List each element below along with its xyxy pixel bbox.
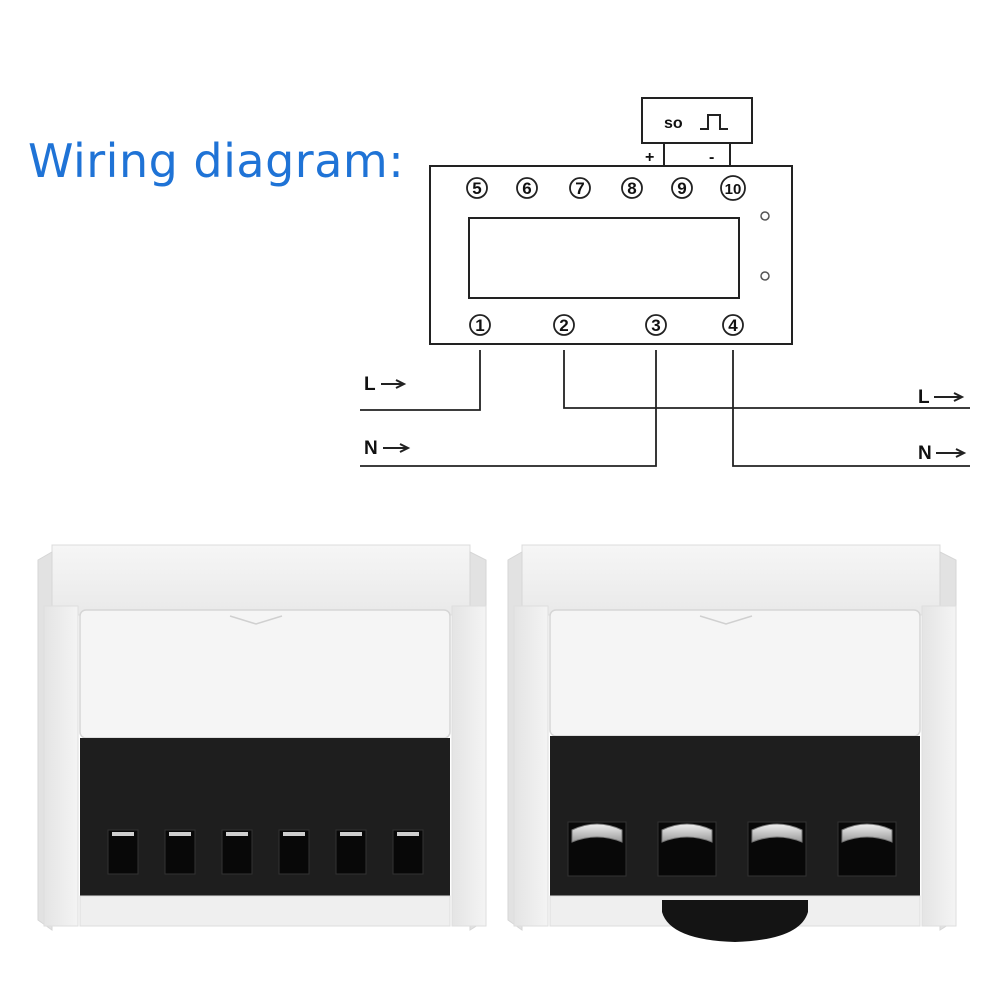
line-label-l-out: L (918, 387, 965, 408)
terminal-number: 7 (575, 179, 584, 198)
terminals-top: 5 6 7 8 9 10 (466, 175, 746, 201)
terminal-2: 2 (553, 314, 575, 336)
arrow-right-icon (936, 448, 967, 458)
terminal-9: 9 (671, 177, 693, 199)
arrow-right-icon (934, 392, 965, 402)
device-top-view (37, 544, 487, 931)
indicator-led (760, 271, 770, 281)
terminal-6: 6 (516, 177, 538, 199)
meter-display (468, 217, 740, 299)
wire-n-out (732, 350, 970, 467)
terminal-number: 3 (651, 316, 660, 335)
pulse-output-box: so + - (641, 97, 753, 166)
terminal-number: 2 (559, 316, 568, 335)
terminal-10: 10 (720, 175, 746, 201)
terminal-number: 10 (725, 181, 742, 198)
wiring-lines (360, 350, 970, 467)
svg-text:N: N (918, 443, 932, 464)
terminal-block (80, 738, 450, 896)
wire-l-in (360, 350, 481, 411)
pulse-minus-label: - (709, 149, 714, 166)
terminal-3: 3 (645, 314, 667, 336)
terminal-number: 9 (677, 179, 686, 198)
pulse-output-label: so (664, 115, 683, 132)
terminal-4: 4 (722, 314, 744, 336)
terminals-bottom: 1 2 3 4 (469, 314, 744, 336)
terminal-number: 4 (728, 316, 738, 335)
terminal-number: 5 (472, 179, 481, 198)
line-label-n-in: N (364, 438, 411, 459)
terminal-7: 7 (569, 177, 591, 199)
pulse-plus-label: + (645, 149, 654, 166)
terminal-number: 6 (522, 179, 531, 198)
terminal-number: 1 (475, 316, 484, 335)
wire-n-in (360, 350, 657, 467)
diagram-title: Wiring diagram: (28, 134, 405, 188)
terminal-1: 1 (469, 314, 491, 336)
terminal-5: 5 (466, 177, 488, 199)
terminal-8: 8 (621, 177, 643, 199)
wire-l-out (563, 350, 970, 409)
din-rail-clip (662, 900, 808, 942)
svg-text:L: L (918, 387, 930, 408)
arrow-right-icon (381, 379, 407, 389)
arrow-right-icon (383, 443, 411, 453)
line-label-n-out: N (918, 443, 967, 464)
svg-text:N: N (364, 438, 378, 459)
svg-text:L: L (364, 374, 376, 395)
device-bottom-view (507, 544, 957, 942)
terminal-number: 8 (627, 179, 636, 198)
pulse-icon (700, 114, 728, 130)
line-label-l-in: L (364, 374, 407, 395)
indicator-led (760, 211, 770, 221)
